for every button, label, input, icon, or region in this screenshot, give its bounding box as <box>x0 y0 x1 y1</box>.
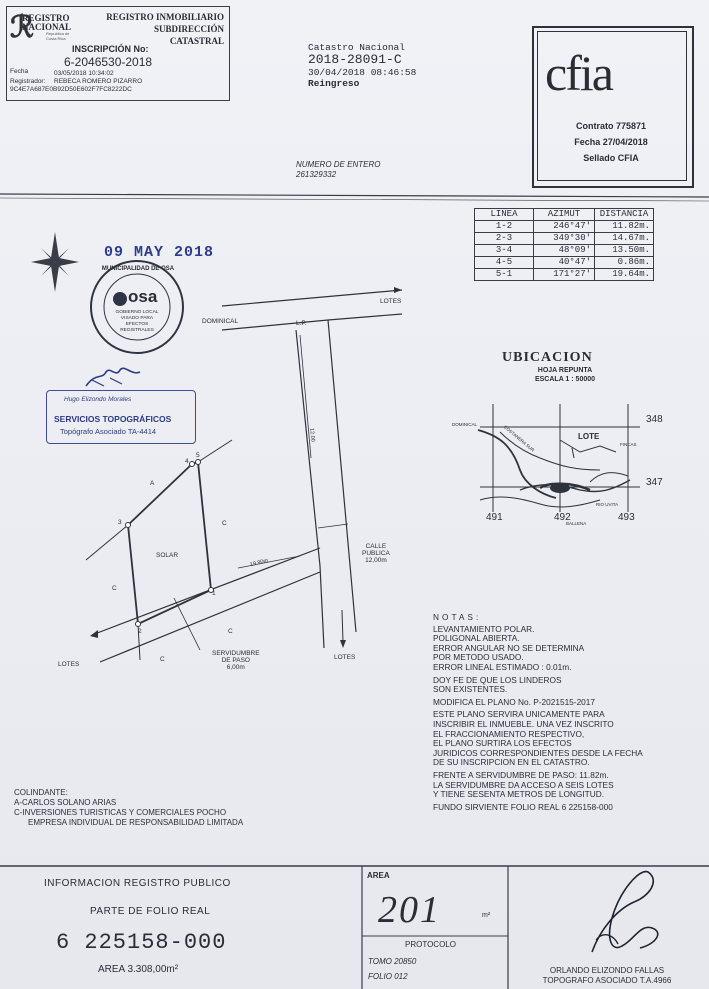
cfia-stamp-box <box>532 26 694 188</box>
table-row: 4-5 40°47' 0.86m. <box>474 256 654 269</box>
signature-mark <box>591 870 659 953</box>
grid-label-492: 492 <box>554 512 571 523</box>
footer-folio: FOLIO 012 <box>368 972 408 981</box>
notes-block-6: FUNDO SIRVIENTE FOLIO REAL 6 225158-000 <box>433 801 613 812</box>
grid-label-348: 348 <box>646 414 663 425</box>
vertex-label-4: 4 <box>185 458 189 465</box>
topographer-name: Hugo Elizondo Morales <box>64 396 132 403</box>
grid-label-491: 491 <box>486 512 503 523</box>
label-calle-publica: CALLE PUBLICA 12,00m <box>362 543 390 564</box>
municipal-ring-text: MUNICIPALIDAD DE OSA <box>101 266 175 272</box>
label-colindante-c2: C <box>112 585 117 592</box>
registry-registrador-value: REBECA ROMERO PIZARRO <box>54 78 143 85</box>
map-label-lote: LOTE <box>578 432 600 441</box>
footer-protocolo: PROTOCOLO <box>405 940 456 949</box>
grid-label-493: 493 <box>618 512 635 523</box>
table-row: 5-1 171°27' 19.64m. <box>474 268 654 281</box>
footer-folio-real: 6 225158-000 <box>56 930 227 955</box>
ubicacion-title: UBICACION <box>502 350 593 365</box>
footer-area-value: 201 <box>378 889 441 931</box>
label-dominical: DOMINICAL <box>202 318 239 325</box>
footer-tomo: TOMO 20850 <box>368 957 417 966</box>
notes-block-3: MODIFICA EL PLANO No. P-2021515-2017 <box>433 696 596 707</box>
label-servidumbre: SERVIDUMBRE DE PASO 6,00m <box>212 650 260 671</box>
label-side: 12.00 <box>308 427 316 443</box>
vertex-label-3: 3 <box>118 519 122 526</box>
footer-area-unit: m² <box>482 912 491 919</box>
inscripcion-label: INSCRIPCIÓN No: <box>72 44 149 54</box>
topographer-license: Topógrafo Asociado TA-4414 <box>60 427 157 436</box>
label-colindante-c1: C <box>222 520 227 527</box>
label-lotes-left: LOTES <box>58 661 80 668</box>
location-map <box>477 404 640 512</box>
numero-entero: NUMERO DE ENTERO 261329332 <box>296 160 381 179</box>
registry-registrador-label: Registrador: <box>10 78 46 85</box>
cfia-sellado: Sellado CFIA <box>583 153 639 163</box>
notes-block-5: FRENTE A SERVIDUMBRE DE PASO: 11.82m. LA… <box>433 769 614 800</box>
catastro-stamp: Catastro Nacional 2018-28091-C 30/04/201… <box>308 42 417 89</box>
cfia-logo-icon: cfia <box>545 45 614 101</box>
grid-label-347: 347 <box>646 477 663 488</box>
footer-info-title: INFORMACION REGISTRO PUBLICO <box>44 878 231 889</box>
municipal-seal-text: GOBIERNO LOCAL VISADO PARA EFECTOS REGIS… <box>115 310 159 333</box>
topographer-service: SERVICIOS TOPOGRÁFICOS <box>54 414 172 424</box>
registry-logo-sub: Republica de Costa Rica <box>46 31 70 41</box>
table-header-row: LINEA AZIMUT DISTANCIA <box>474 208 654 221</box>
label-colindante-c3: C <box>228 628 233 635</box>
map-label-rio: RIO UVITA <box>596 502 619 507</box>
vertex-label-1: 1 <box>212 590 216 597</box>
registry-fecha-label: Fecha <box>10 68 29 75</box>
map-label-ballena: BALLENA <box>566 521 587 526</box>
registry-logo-icon: ℛ <box>10 11 34 44</box>
vertex-label-2: 2 <box>138 628 142 635</box>
registry-header-box <box>6 6 230 101</box>
azimut-table: LINEA AZIMUT DISTANCIA 1-2 246°47' 11.82… <box>474 208 654 281</box>
inscripcion-number: 6-2046530-2018 <box>64 55 153 69</box>
registry-fecha-value: 03/05/2018 10:34:02 <box>54 70 114 77</box>
notes-block-1: LEVANTAMIENTO POLAR. POLIGONAL ABIERTA. … <box>433 623 585 672</box>
compass-rose-icon <box>31 232 79 292</box>
municipal-seal-icon <box>90 260 184 354</box>
label-lp: L.P. <box>296 320 307 327</box>
label-colindante-a: A <box>150 480 155 487</box>
table-row: 3-4 48°09' 13.50m. <box>474 244 654 257</box>
municipal-logo: osa <box>128 287 158 306</box>
notes-block-2: DOY FE DE QUE LOS LINDEROS SON EXISTENTE… <box>433 674 562 695</box>
map-label-dominical: DOMINICAL <box>452 422 478 427</box>
table-row: 1-2 246°47' 11.82m. <box>474 220 654 233</box>
footer-area-total: AREA 3.308,00m² <box>98 964 179 975</box>
table-row: 2-3 349°30' 14.67m. <box>474 232 654 245</box>
label-colindante-c4: C <box>160 656 165 663</box>
date-stamp: 09 MAY 2018 <box>104 244 215 261</box>
map-label-fincas: FINCAS <box>620 442 637 447</box>
registry-title: REGISTRO INMOBILIARIO SUBDIRECCIÓN CATAS… <box>106 12 224 46</box>
label-solar: SOLAR <box>156 552 179 559</box>
registry-logo-line2: NACIONAL <box>22 22 72 32</box>
notes-block: NOTAS: LEVANTAMIENTO POLAR. POLIGONAL AB… <box>433 612 683 815</box>
footer-area-label: AREA <box>367 871 390 880</box>
topographer-stamp <box>46 390 196 444</box>
vertex-label-5: 5 <box>196 452 200 459</box>
notes-block-4: ESTE PLANO SERVIRA UNICAMENTE PARA INSCR… <box>433 709 643 768</box>
ubicacion-subtitle: HOJA REPUNTA ESCALA 1 : 50000 <box>534 367 596 383</box>
label-lotes-top: LOTES <box>380 298 402 305</box>
cfia-contrato: Contrato 775871 <box>575 121 647 131</box>
registry-hash: 9C4E7A687E0B92D50E602F7FC8222DC <box>10 86 132 93</box>
label-lotes-bottom: LOTES <box>334 654 356 661</box>
cfia-fecha: Fecha 27/04/2018 <box>574 137 648 147</box>
registry-logo-line1: REGISTRO <box>22 13 70 23</box>
colindante-block: COLINDANTE: A-CARLOS SOLANO ARIAS C-INVE… <box>14 788 244 827</box>
signer-block: ORLANDO ELIZONDO FALLAS TOPOGRAFO ASOCIA… <box>542 966 672 985</box>
footer-parte-folio: PARTE DE FOLIO REAL <box>90 906 211 917</box>
